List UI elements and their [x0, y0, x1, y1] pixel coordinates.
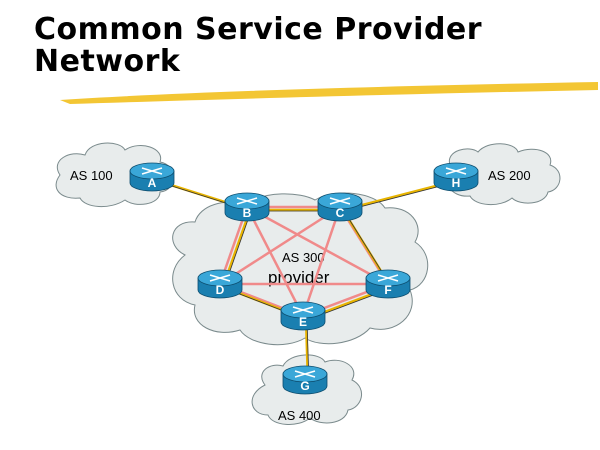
page-title: Common Service Provider Network: [34, 14, 482, 78]
router-e[interactable]: E: [280, 301, 326, 331]
title-line-1: Common Service Provider: [34, 12, 483, 47]
router-g[interactable]: G: [282, 365, 328, 395]
cloud-label-as200: AS 200: [488, 168, 531, 183]
router-arrows: [236, 197, 258, 205]
cloud-as200: [445, 143, 561, 205]
ibgp-link-B-F: [246, 205, 389, 286]
router-arrows: [294, 370, 316, 378]
router-c[interactable]: C: [317, 192, 363, 222]
routers: A B C D E F G H: [129, 162, 479, 395]
router-f[interactable]: F: [365, 269, 411, 299]
router-a[interactable]: A: [129, 162, 175, 192]
cloud-label-as300: AS 300: [282, 250, 325, 265]
ibgp-link-C-E: [301, 206, 342, 317]
router-arrows: [445, 167, 467, 175]
ibgp-link-B-E: [245, 206, 305, 317]
router-arrows: [209, 274, 231, 282]
ibgp-link-C-D: [219, 205, 341, 286]
router-b[interactable]: B: [224, 192, 270, 222]
router-arrows: [377, 274, 399, 282]
title-underline-highlight: [60, 82, 598, 104]
router-label: E: [299, 315, 307, 329]
router-label: F: [384, 283, 391, 297]
router-label: G: [300, 379, 309, 393]
router-d[interactable]: D: [197, 269, 243, 299]
router-label: H: [452, 176, 461, 190]
router-label: B: [243, 206, 252, 220]
router-label: A: [148, 176, 157, 190]
router-arrows: [329, 197, 351, 205]
cloud-label-as100: AS 100: [70, 168, 113, 183]
cloud-label-as400: AS 400: [278, 408, 321, 423]
router-h[interactable]: H: [433, 162, 479, 192]
router-label: D: [216, 283, 225, 297]
router-label: C: [336, 206, 345, 220]
router-arrows: [292, 306, 314, 314]
router-arrows: [141, 167, 163, 175]
title-line-2: Network: [34, 44, 181, 79]
